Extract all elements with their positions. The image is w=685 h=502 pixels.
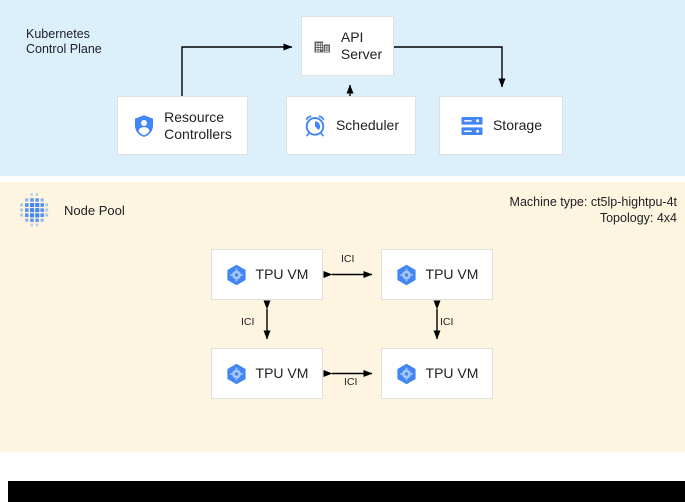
node-pool-section-label: Node Pool: [64, 203, 125, 218]
node-storage-label: Storage: [492, 117, 543, 133]
tpu-hexagon-icon: [226, 363, 247, 385]
ici-label-top: ICI: [341, 253, 355, 265]
node-storage[interactable]: Storage: [439, 96, 563, 155]
tpu-hexagon-icon: [226, 264, 247, 286]
dot-grid-icon: [14, 191, 52, 229]
machine-type-text: Machine type: ct5lp-hightpu-4t: [509, 195, 677, 209]
building-icon: [313, 37, 332, 56]
alarm-clock-icon: [303, 114, 327, 138]
node-tpu-vm-1[interactable]: TPU VM: [381, 249, 493, 300]
tpu-hexagon-icon: [396, 363, 417, 385]
node-scheduler[interactable]: Scheduler: [286, 96, 416, 155]
node-resource-controllers-label: Resource Controllers: [164, 108, 232, 142]
tpu-hexagon-icon: [396, 264, 417, 286]
node-api-server-label: API Server: [340, 29, 383, 62]
ici-label-left: ICI: [241, 316, 255, 328]
server-stack-icon: [460, 115, 484, 137]
node-tpu-vm-3-label: TPU VM: [425, 365, 479, 381]
ici-label-right: ICI: [440, 316, 454, 328]
bottom-bar: [8, 481, 685, 502]
node-tpu-vm-3[interactable]: TPU VM: [381, 348, 493, 399]
node-tpu-vm-2-label: TPU VM: [255, 365, 309, 381]
node-tpu-vm-2[interactable]: TPU VM: [211, 348, 323, 399]
node-scheduler-label: Scheduler: [335, 117, 400, 133]
node-resource-controllers[interactable]: Resource Controllers: [117, 96, 248, 155]
node-tpu-vm-0-label: TPU VM: [255, 266, 309, 282]
control-plane-section-label: Kubernetes Control Plane: [26, 27, 102, 56]
node-tpu-vm-0[interactable]: TPU VM: [211, 249, 323, 300]
node-api-server[interactable]: API Server: [301, 16, 394, 76]
node-pool-panel: [0, 182, 685, 452]
node-pool-metadata: Machine type: ct5lp-hightpu-4t Topology:…: [510, 194, 677, 226]
ici-label-bottom: ICI: [344, 376, 358, 388]
node-tpu-vm-1-label: TPU VM: [425, 266, 479, 282]
topology-text: Topology: 4x4: [599, 211, 677, 225]
shield-person-icon: [133, 114, 155, 138]
